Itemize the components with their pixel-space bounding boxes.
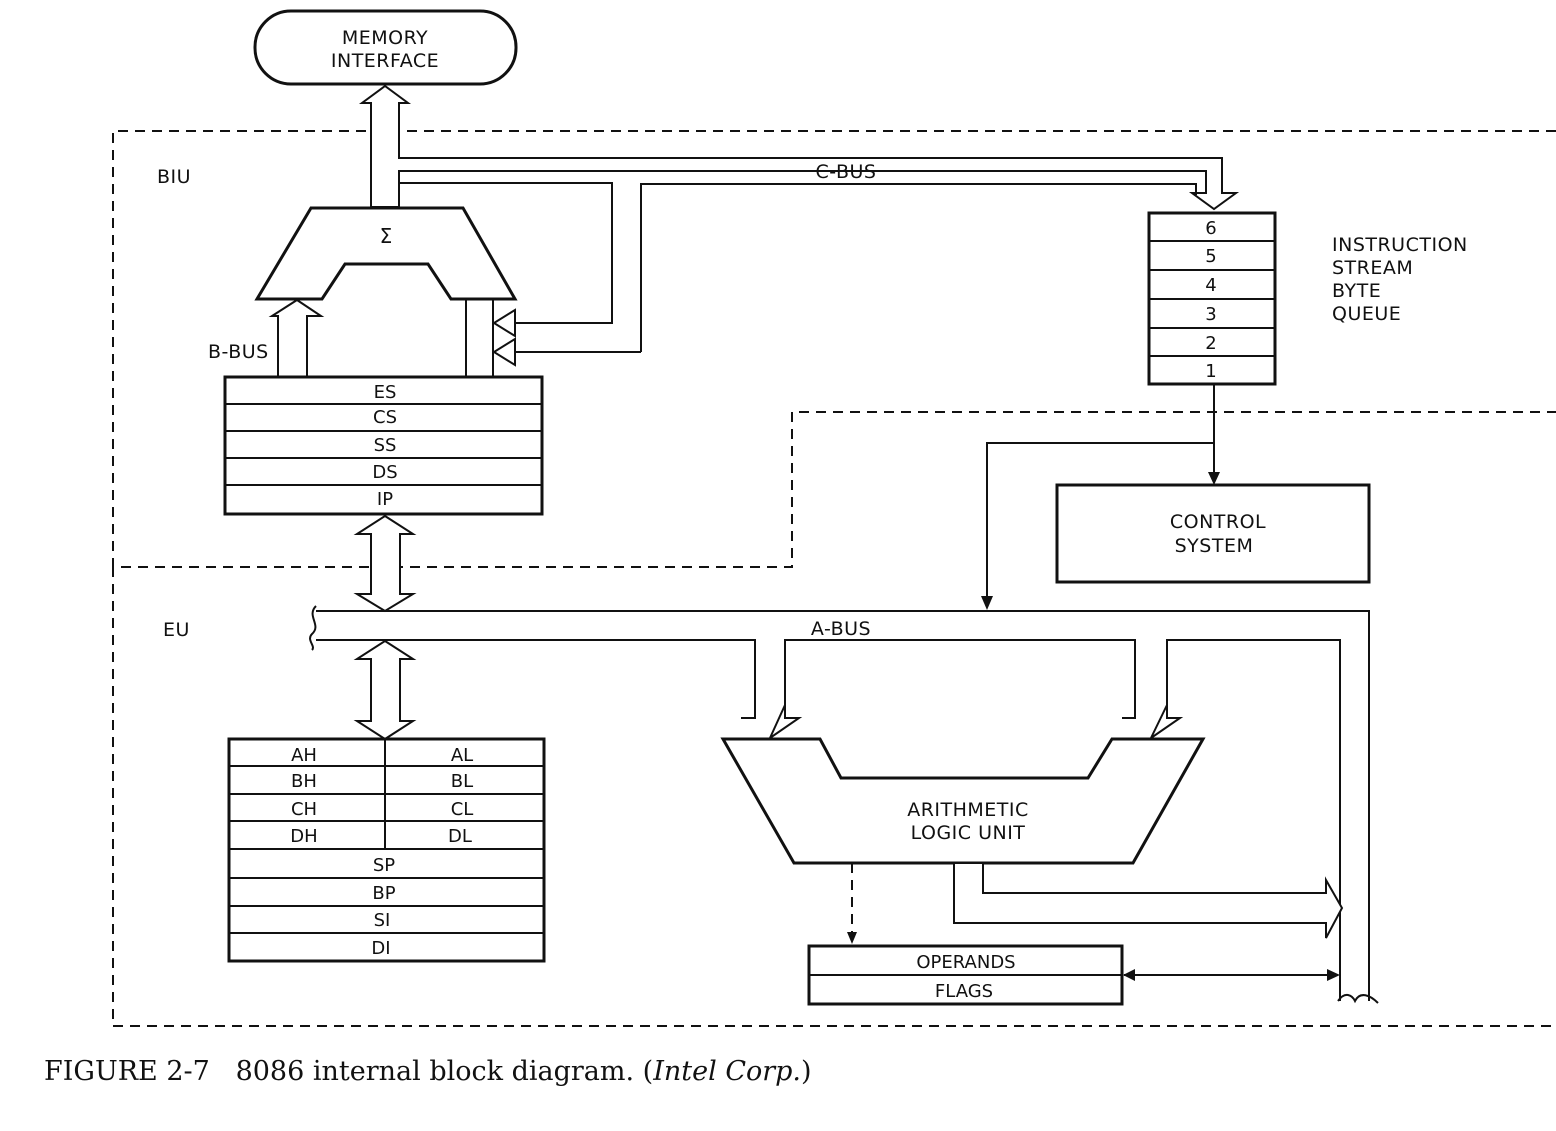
register-di: DI [371, 938, 390, 959]
register-cs: CS [373, 407, 397, 428]
register-sp: SP [373, 855, 395, 876]
queue-label: INSTRUCTION STREAM BYTE QUEUE [1332, 234, 1468, 325]
queue-to-abus [986, 442, 1214, 602]
c-bus-branch [640, 183, 1197, 352]
register-bl: BL [451, 771, 473, 792]
segment-registers: ES CS SS DS IP [223, 375, 544, 516]
memory-interface [253, 9, 518, 86]
adder-right-bus [465, 299, 494, 377]
feedback-arrow-lower [492, 337, 516, 367]
figure-caption: FIGURE 2-7 8086 internal block diagram. … [44, 1056, 812, 1087]
queue-cell-5: 5 [1205, 246, 1216, 267]
b-bus-label: B-BUS [208, 341, 269, 363]
register-ah: AH [291, 745, 317, 766]
alu-input-right-arrow [1122, 704, 1184, 741]
register-dl: DL [448, 826, 472, 847]
register-dh: DH [290, 826, 317, 847]
register-ip: IP [377, 489, 393, 510]
instruction-queue: 6 5 4 3 2 1 [1147, 211, 1277, 386]
caption-source-close: ) [801, 1056, 812, 1087]
sigma-symbol: Σ [380, 224, 393, 248]
b-bus-arrow [268, 298, 325, 378]
alu-input-left-arrow [741, 704, 803, 741]
svg-text:BYTE: BYTE [1332, 280, 1381, 302]
a-bus-break-right [1337, 994, 1379, 1004]
memory-interface-line2: INTERFACE [331, 50, 439, 72]
register-es: ES [374, 382, 397, 403]
queue-to-abus-head [981, 596, 993, 610]
control-system-line1: CONTROL [1170, 511, 1266, 533]
alu-line2: LOGIC UNIT [911, 822, 1026, 844]
register-cl: CL [451, 799, 474, 820]
caption-source: Intel Corp. [653, 1056, 802, 1087]
a-bus-break-left [309, 605, 317, 651]
caption-source-open: ( [642, 1056, 654, 1087]
abus-register-double-arrow [353, 639, 417, 741]
flags-abus-head-left [1123, 969, 1135, 981]
a-bus-label: A-BUS [811, 618, 871, 640]
biu-label: BIU [157, 166, 191, 188]
flags-label: FLAGS [935, 981, 993, 1002]
register-bh: BH [291, 771, 317, 792]
queue-to-control-head [1208, 472, 1220, 485]
alu-line1: ARITHMETIC [907, 799, 1029, 821]
caption-text: 8086 internal block diagram. [235, 1056, 635, 1087]
memory-interface-line1: MEMORY [342, 27, 428, 49]
queue-cell-2: 2 [1205, 333, 1216, 354]
alu [720, 737, 1206, 865]
queue-cell-1: 1 [1205, 361, 1216, 382]
svg-text:QUEUE: QUEUE [1332, 303, 1401, 325]
biu-eu-double-arrow [353, 514, 417, 613]
flags-abus-head-right [1327, 969, 1340, 981]
general-registers: AH AL BH BL CH CL DH DL SP BP SI DI [227, 737, 546, 963]
adder-feedback [398, 182, 613, 324]
control-system [1055, 483, 1371, 584]
a-bus [316, 610, 1370, 1001]
alu-to-flags-head [847, 932, 857, 944]
address-adder [254, 206, 518, 301]
svg-text:INSTRUCTION: INSTRUCTION [1332, 234, 1468, 256]
register-ss: SS [374, 435, 397, 456]
register-si: SI [374, 910, 391, 931]
eu-boundary [112, 567, 1556, 1027]
memory-bus-arrow [358, 84, 1240, 211]
biu-boundary [112, 130, 1556, 568]
queue-cell-4: 4 [1205, 275, 1216, 296]
svg-text:STREAM: STREAM [1332, 257, 1413, 279]
caption-figure-number: FIGURE 2-7 [44, 1056, 210, 1087]
feedback-arrow-upper [492, 308, 516, 338]
register-bp: BP [372, 883, 395, 904]
queue-cell-6: 6 [1205, 218, 1216, 239]
register-al: AL [451, 745, 473, 766]
queue-cell-3: 3 [1205, 304, 1216, 325]
eu-label: EU [163, 619, 190, 641]
operands-label: OPERANDS [916, 952, 1015, 973]
c-bus-label: C-BUS [816, 161, 877, 183]
register-ch: CH [291, 799, 317, 820]
control-system-line2: SYSTEM [1175, 535, 1254, 557]
alu-output-arrow [953, 862, 1344, 939]
register-ds: DS [372, 462, 397, 483]
